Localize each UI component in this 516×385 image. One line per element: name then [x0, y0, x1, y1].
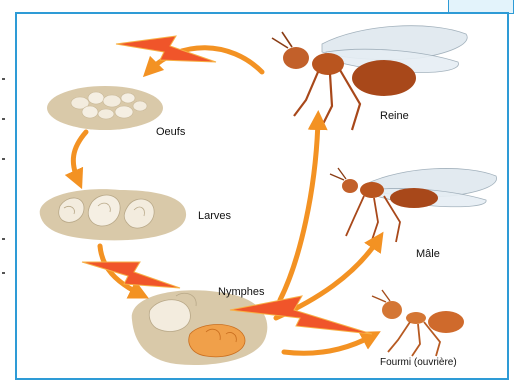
label-male: Mâle	[416, 248, 440, 260]
arrow-eggs-to-larvae	[73, 132, 86, 180]
arrow-nymphs-to-worker	[284, 336, 372, 353]
larvae-illustration	[40, 189, 186, 240]
label-eggs: Oeufs	[156, 126, 185, 138]
label-queen: Reine	[380, 110, 409, 122]
male-ant-illustration	[330, 168, 497, 242]
queen-ant-illustration	[272, 26, 467, 130]
lightning-bolt-icon	[82, 262, 180, 288]
eggs-illustration	[47, 86, 163, 130]
label-larvae: Larves	[198, 210, 231, 222]
arrow-nymphs-to-queen	[280, 120, 318, 300]
label-worker: Fourmi (ouvrière)	[380, 357, 457, 368]
label-nymphs: Nymphes	[218, 286, 264, 298]
worker-ant-illustration	[372, 290, 464, 356]
nymphs-illustration	[132, 290, 268, 365]
